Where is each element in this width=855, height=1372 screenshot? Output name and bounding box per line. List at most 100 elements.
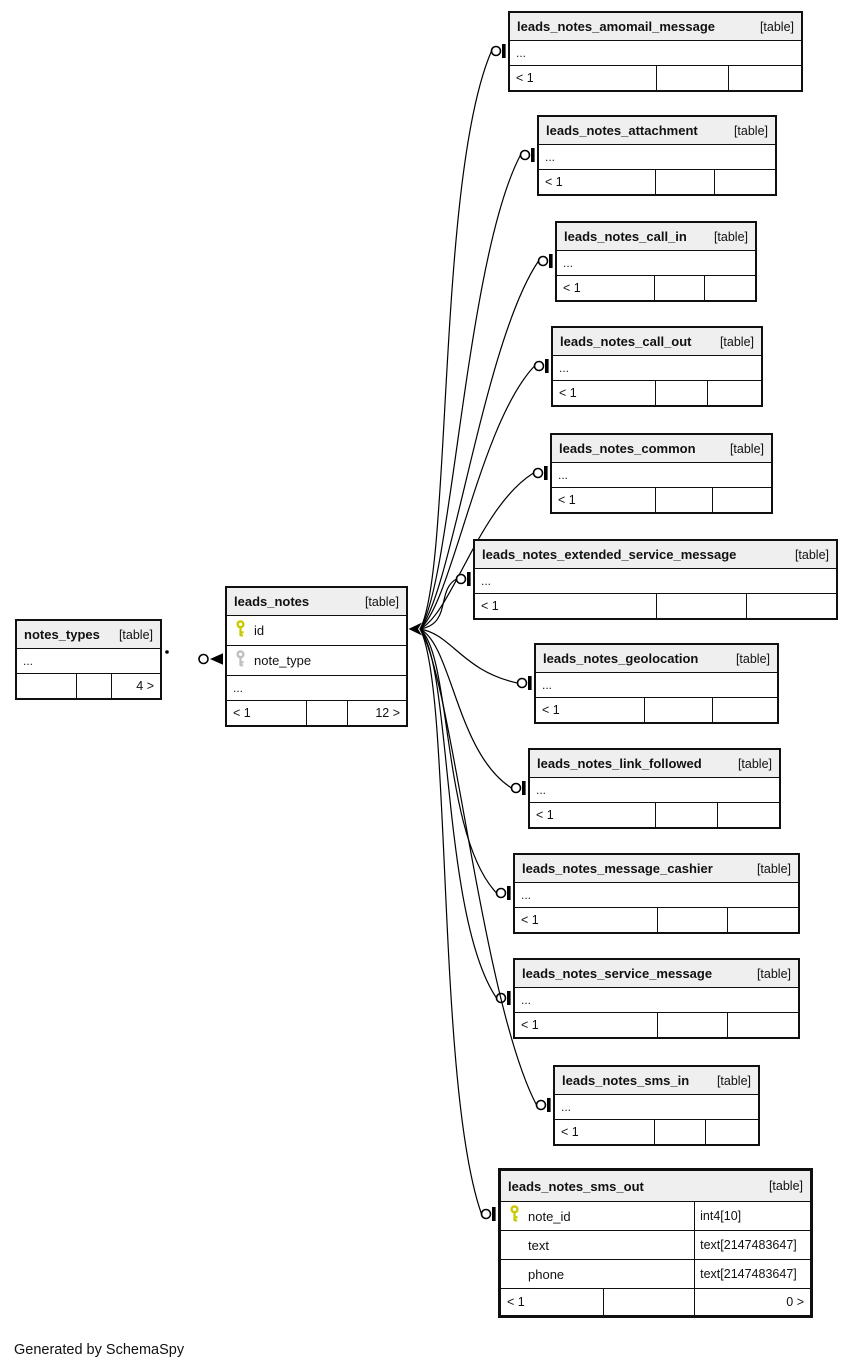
secondary-key-icon bbox=[233, 649, 254, 672]
table-tag: [table] bbox=[364, 594, 399, 609]
footer-cell-right bbox=[706, 381, 761, 405]
table-leads_notes_attachment[interactable]: leads_notes_attachment[table]...< 1 bbox=[537, 115, 777, 196]
footer-cell-left: < 1 bbox=[521, 913, 539, 927]
table-tag: [table] bbox=[756, 861, 791, 876]
table-leads_notes_service_message[interactable]: leads_notes_service_message[table]...< 1 bbox=[513, 958, 800, 1039]
zero-circle-marker bbox=[532, 467, 544, 479]
footer-cell-right bbox=[728, 66, 801, 90]
footer-cell-right bbox=[703, 276, 755, 300]
edge-leads_notes_extended_service_message bbox=[419, 578, 457, 630]
table-header: notes_types[table] bbox=[17, 621, 160, 649]
table-name-link[interactable]: leads_notes_sms_in bbox=[562, 1073, 690, 1088]
footer-cell-left: < 1 bbox=[507, 1295, 525, 1309]
footer-cell-left: < 1 bbox=[481, 599, 499, 613]
footer-cell-mid bbox=[644, 698, 711, 722]
zero-circle-marker bbox=[455, 573, 467, 585]
columns-ellipsis: ... bbox=[557, 251, 755, 276]
table-name-link[interactable]: notes_types bbox=[24, 627, 100, 642]
table-tag: [table] bbox=[729, 441, 764, 456]
table-footer: < 1 bbox=[553, 381, 761, 405]
table-footer: < 1 bbox=[515, 908, 798, 932]
table-name-link[interactable]: leads_notes_geolocation bbox=[543, 651, 699, 666]
table-leads_notes_message_cashier[interactable]: leads_notes_message_cashier[table]...< 1 bbox=[513, 853, 800, 934]
table-leads_notes_link_followed[interactable]: leads_notes_link_followed[table]...< 1 bbox=[528, 748, 781, 829]
table-name-link[interactable]: leads_notes_common bbox=[559, 441, 696, 456]
table-footer: < 1 bbox=[557, 276, 755, 300]
zero-circle-marker bbox=[495, 887, 507, 899]
table-name-link[interactable]: leads_notes_service_message bbox=[522, 966, 713, 981]
columns-ellipsis: ... bbox=[510, 41, 801, 66]
table-name-link[interactable]: leads_notes_amomail_message bbox=[517, 19, 715, 34]
tee-marker bbox=[502, 44, 506, 58]
table-leads_notes_extended_service_message[interactable]: leads_notes_extended_service_message [tab… bbox=[473, 539, 838, 620]
footer-cell-left: < 1 bbox=[233, 706, 251, 720]
table-footer: < 1 bbox=[552, 488, 771, 512]
table-tag: [table] bbox=[759, 19, 794, 34]
tee-marker bbox=[544, 466, 548, 480]
footer-cell-right bbox=[745, 594, 836, 618]
footer-cell-mid bbox=[602, 1289, 694, 1315]
tee-marker bbox=[492, 1207, 496, 1221]
table-leads_notes_call_out[interactable]: leads_notes_call_out[table]...< 1 bbox=[551, 326, 763, 407]
footer-cell-right bbox=[727, 1013, 798, 1037]
table-tag: [table] bbox=[733, 123, 768, 138]
edge-stub-dot bbox=[165, 650, 169, 654]
primary-key-icon bbox=[233, 619, 254, 642]
table-header: leads_notes_call_out[table] bbox=[553, 328, 761, 356]
edge-leads_notes_geolocation bbox=[419, 628, 518, 684]
table-name-link[interactable]: leads_notes_sms_out bbox=[508, 1178, 644, 1194]
table-name-link[interactable]: leads_notes_link_followed bbox=[537, 756, 702, 771]
table-tag: [table] bbox=[735, 651, 770, 666]
arrowhead-marker bbox=[210, 653, 223, 665]
column-name: id bbox=[254, 623, 265, 638]
table-name-link[interactable]: leads_notes_call_out bbox=[560, 334, 692, 349]
table-leads_notes_common[interactable]: leads_notes_common [table]... < 1 bbox=[550, 433, 773, 514]
footer-cell-mid bbox=[654, 803, 717, 827]
column-type: text[2147483647] bbox=[694, 1260, 810, 1288]
footer-cell-right bbox=[711, 488, 771, 512]
footer-cell-right: 12 > bbox=[346, 701, 406, 725]
table-name-link[interactable]: leads_notes_message_cashier bbox=[522, 861, 713, 876]
table-header: leads_notes_attachment [table] bbox=[539, 117, 775, 145]
tee-marker bbox=[467, 572, 471, 586]
table-notes_types[interactable]: notes_types[table]...4 > bbox=[15, 619, 162, 700]
table-tag: [table] bbox=[794, 547, 829, 562]
table-leads_notes_geolocation[interactable]: leads_notes_geolocation[table]...< 1 bbox=[534, 643, 779, 724]
tee-marker bbox=[507, 886, 511, 900]
footer-cell-left bbox=[17, 674, 76, 698]
table-leads_notes_call_in[interactable]: leads_notes_call_in [table]... < 1 bbox=[555, 221, 757, 302]
column-name: note_id bbox=[528, 1208, 571, 1224]
table-tag: [table] bbox=[713, 229, 748, 244]
tee-marker bbox=[528, 676, 532, 690]
table-tag: [table] bbox=[716, 1073, 751, 1088]
table-header: leads_notes_extended_service_message [tab… bbox=[475, 541, 836, 569]
footer-cell-left: < 1 bbox=[561, 1125, 579, 1139]
footer-cell-mid bbox=[654, 1120, 705, 1144]
tee-marker bbox=[507, 991, 511, 1005]
table-name-link[interactable]: leads_notes bbox=[234, 594, 310, 609]
table-footer: < 1 bbox=[515, 1013, 798, 1037]
footer-cell-mid bbox=[656, 908, 728, 932]
zero-circle-marker bbox=[537, 255, 549, 267]
table-header: leads_notes [table] bbox=[227, 588, 406, 616]
columns-ellipsis: ... bbox=[552, 463, 771, 488]
footer-cell-left: < 1 bbox=[558, 493, 576, 507]
table-footer: < 1 bbox=[536, 698, 777, 722]
footer-cell-mid bbox=[654, 276, 704, 300]
primary-key-icon bbox=[507, 1205, 528, 1227]
table-name-link[interactable]: leads_notes_call_in bbox=[564, 229, 687, 244]
footer-cell-left: < 1 bbox=[563, 281, 581, 295]
footer-cell-left: < 1 bbox=[516, 71, 534, 85]
tee-marker bbox=[531, 148, 535, 162]
table-leads_notes_sms_in[interactable]: leads_notes_sms_in[table]...< 1 bbox=[553, 1065, 760, 1146]
edge-leads_notes_link_followed bbox=[419, 628, 512, 789]
table-name-link[interactable]: leads_notes_attachment bbox=[546, 123, 698, 138]
table-footer: 4 > bbox=[17, 674, 160, 698]
edge-leads_notes_sms_in bbox=[419, 628, 538, 1106]
table-name-link[interactable]: leads_notes_extended_service_message bbox=[482, 547, 737, 562]
table-leads_notes_amomail_message[interactable]: leads_notes_amomail_message [table]... < 1 bbox=[508, 11, 803, 92]
